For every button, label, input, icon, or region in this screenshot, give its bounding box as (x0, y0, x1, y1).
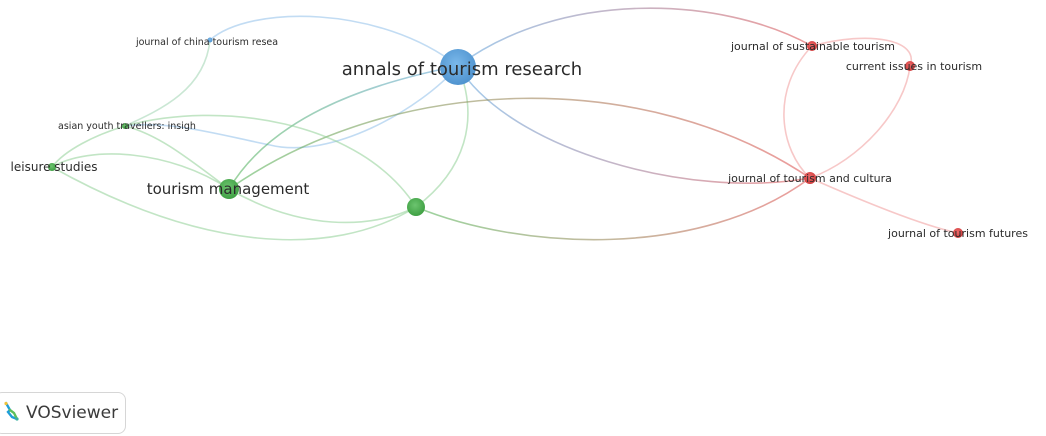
edge-annals-green3 (415, 65, 469, 208)
node-tourism-management[interactable] (219, 179, 239, 199)
edge-jst-cit (811, 37, 913, 67)
edge-annals-asian (124, 65, 459, 149)
node-green-unlabeled[interactable] (407, 198, 425, 216)
edge-jst-jtc (783, 45, 813, 179)
edge-tm-asian (124, 125, 230, 190)
edges (51, 7, 959, 241)
label-tourism-cultura[interactable]: journal of tourism and cultura (727, 172, 892, 185)
node-tourism-futures[interactable] (953, 228, 963, 238)
edge-jtc-jtf (809, 177, 959, 234)
node-tourism-cultura[interactable] (804, 172, 816, 184)
node-current-issues[interactable] (905, 61, 915, 71)
edge-tm-leisure (51, 153, 230, 190)
node-asian-youth[interactable] (122, 123, 128, 129)
vosviewer-badge[interactable]: VOSviewer (0, 392, 126, 434)
label-asian-youth[interactable]: asian youth travellers: insigh (58, 121, 196, 132)
label-current-issues[interactable]: current issues in tourism (846, 60, 982, 73)
edge-annals-jst (457, 7, 813, 67)
label-china-tourism[interactable]: journal of china tourism resea (135, 37, 278, 48)
node-leisure-studies[interactable] (48, 163, 56, 171)
edge-green3-leisure (51, 166, 417, 241)
edge-china-asian (124, 39, 211, 127)
node-china-tourism[interactable] (207, 37, 213, 43)
edge-asian-leisure (51, 125, 126, 168)
edge-green3-asian (124, 114, 417, 208)
edge-annals-china (209, 15, 459, 67)
vosviewer-logo-icon (3, 401, 21, 426)
node-annals[interactable] (440, 49, 476, 85)
vosviewer-brand-text: VOSviewer (26, 403, 119, 423)
label-sustainable-tourism[interactable]: journal of sustainable tourism (730, 40, 895, 53)
edge-green3-jtc (415, 177, 811, 241)
nodes (48, 37, 963, 238)
edge-annals-tm (228, 65, 459, 190)
label-annals[interactable]: annals of tourism research (342, 59, 582, 80)
label-tourism-futures[interactable]: journal of tourism futures (887, 227, 1028, 240)
edge-tm-green3 (228, 188, 417, 224)
edge-cit-jtc (809, 65, 911, 179)
node-sustainable-tourism[interactable] (807, 41, 817, 51)
edge-annals-jtc (457, 65, 811, 184)
label-tourism-management[interactable]: tourism management (147, 180, 310, 198)
label-leisure-studies[interactable]: leisure studies (11, 160, 98, 174)
labels: annals of tourism research tourism manag… (11, 37, 1029, 240)
edge-tm-jtc (228, 97, 811, 190)
